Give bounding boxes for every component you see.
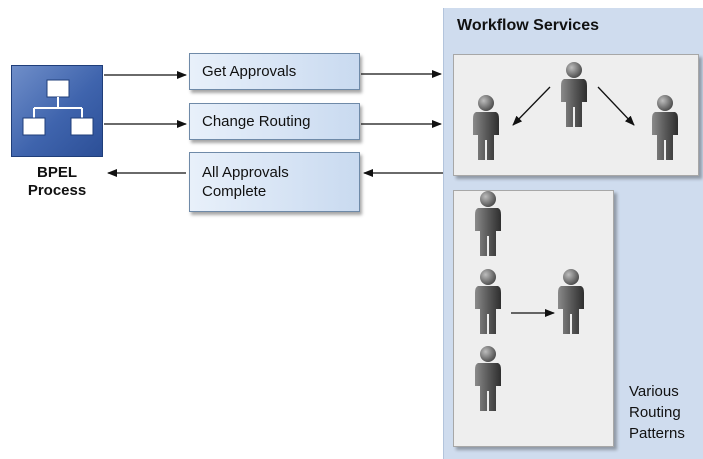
get-approvals-label: Get Approvals bbox=[202, 63, 297, 80]
workflow-services-title: Workflow Services bbox=[457, 17, 599, 34]
all-approvals-complete-box: All Approvals Complete bbox=[189, 152, 360, 212]
arrow-approver-to-left bbox=[512, 86, 551, 126]
routing-patterns-label-line2: Routing bbox=[629, 404, 681, 421]
person-icon-routing-3 bbox=[558, 269, 584, 334]
all-approvals-label-line1: All Approvals bbox=[202, 164, 289, 181]
bpel-process-icon bbox=[11, 65, 103, 157]
person-icon-routing-2 bbox=[475, 269, 501, 334]
all-approvals-label-line2: Complete bbox=[202, 183, 267, 200]
arrow-approver-to-right bbox=[597, 86, 635, 126]
change-routing-box: Change Routing bbox=[189, 103, 360, 140]
person-icon-routing-1 bbox=[475, 191, 501, 256]
routing-patterns-panel bbox=[453, 190, 614, 447]
person-icon-left bbox=[473, 95, 499, 160]
person-icon-routing-4 bbox=[475, 346, 501, 411]
bpel-label-line2: Process bbox=[27, 182, 87, 199]
process-flowchart-icon bbox=[22, 79, 94, 136]
routing-patterns-label-line3: Patterns bbox=[629, 425, 685, 442]
routing-patterns-label: Various Routing Patterns bbox=[629, 381, 685, 444]
change-routing-label: Change Routing bbox=[202, 113, 311, 130]
person-icon-right bbox=[652, 95, 678, 160]
get-approvals-box: Get Approvals bbox=[189, 53, 360, 90]
routing-patterns-label-line1: Various bbox=[629, 383, 679, 400]
person-icon-approver bbox=[561, 62, 587, 127]
bpel-label-line1: BPEL bbox=[36, 164, 77, 181]
